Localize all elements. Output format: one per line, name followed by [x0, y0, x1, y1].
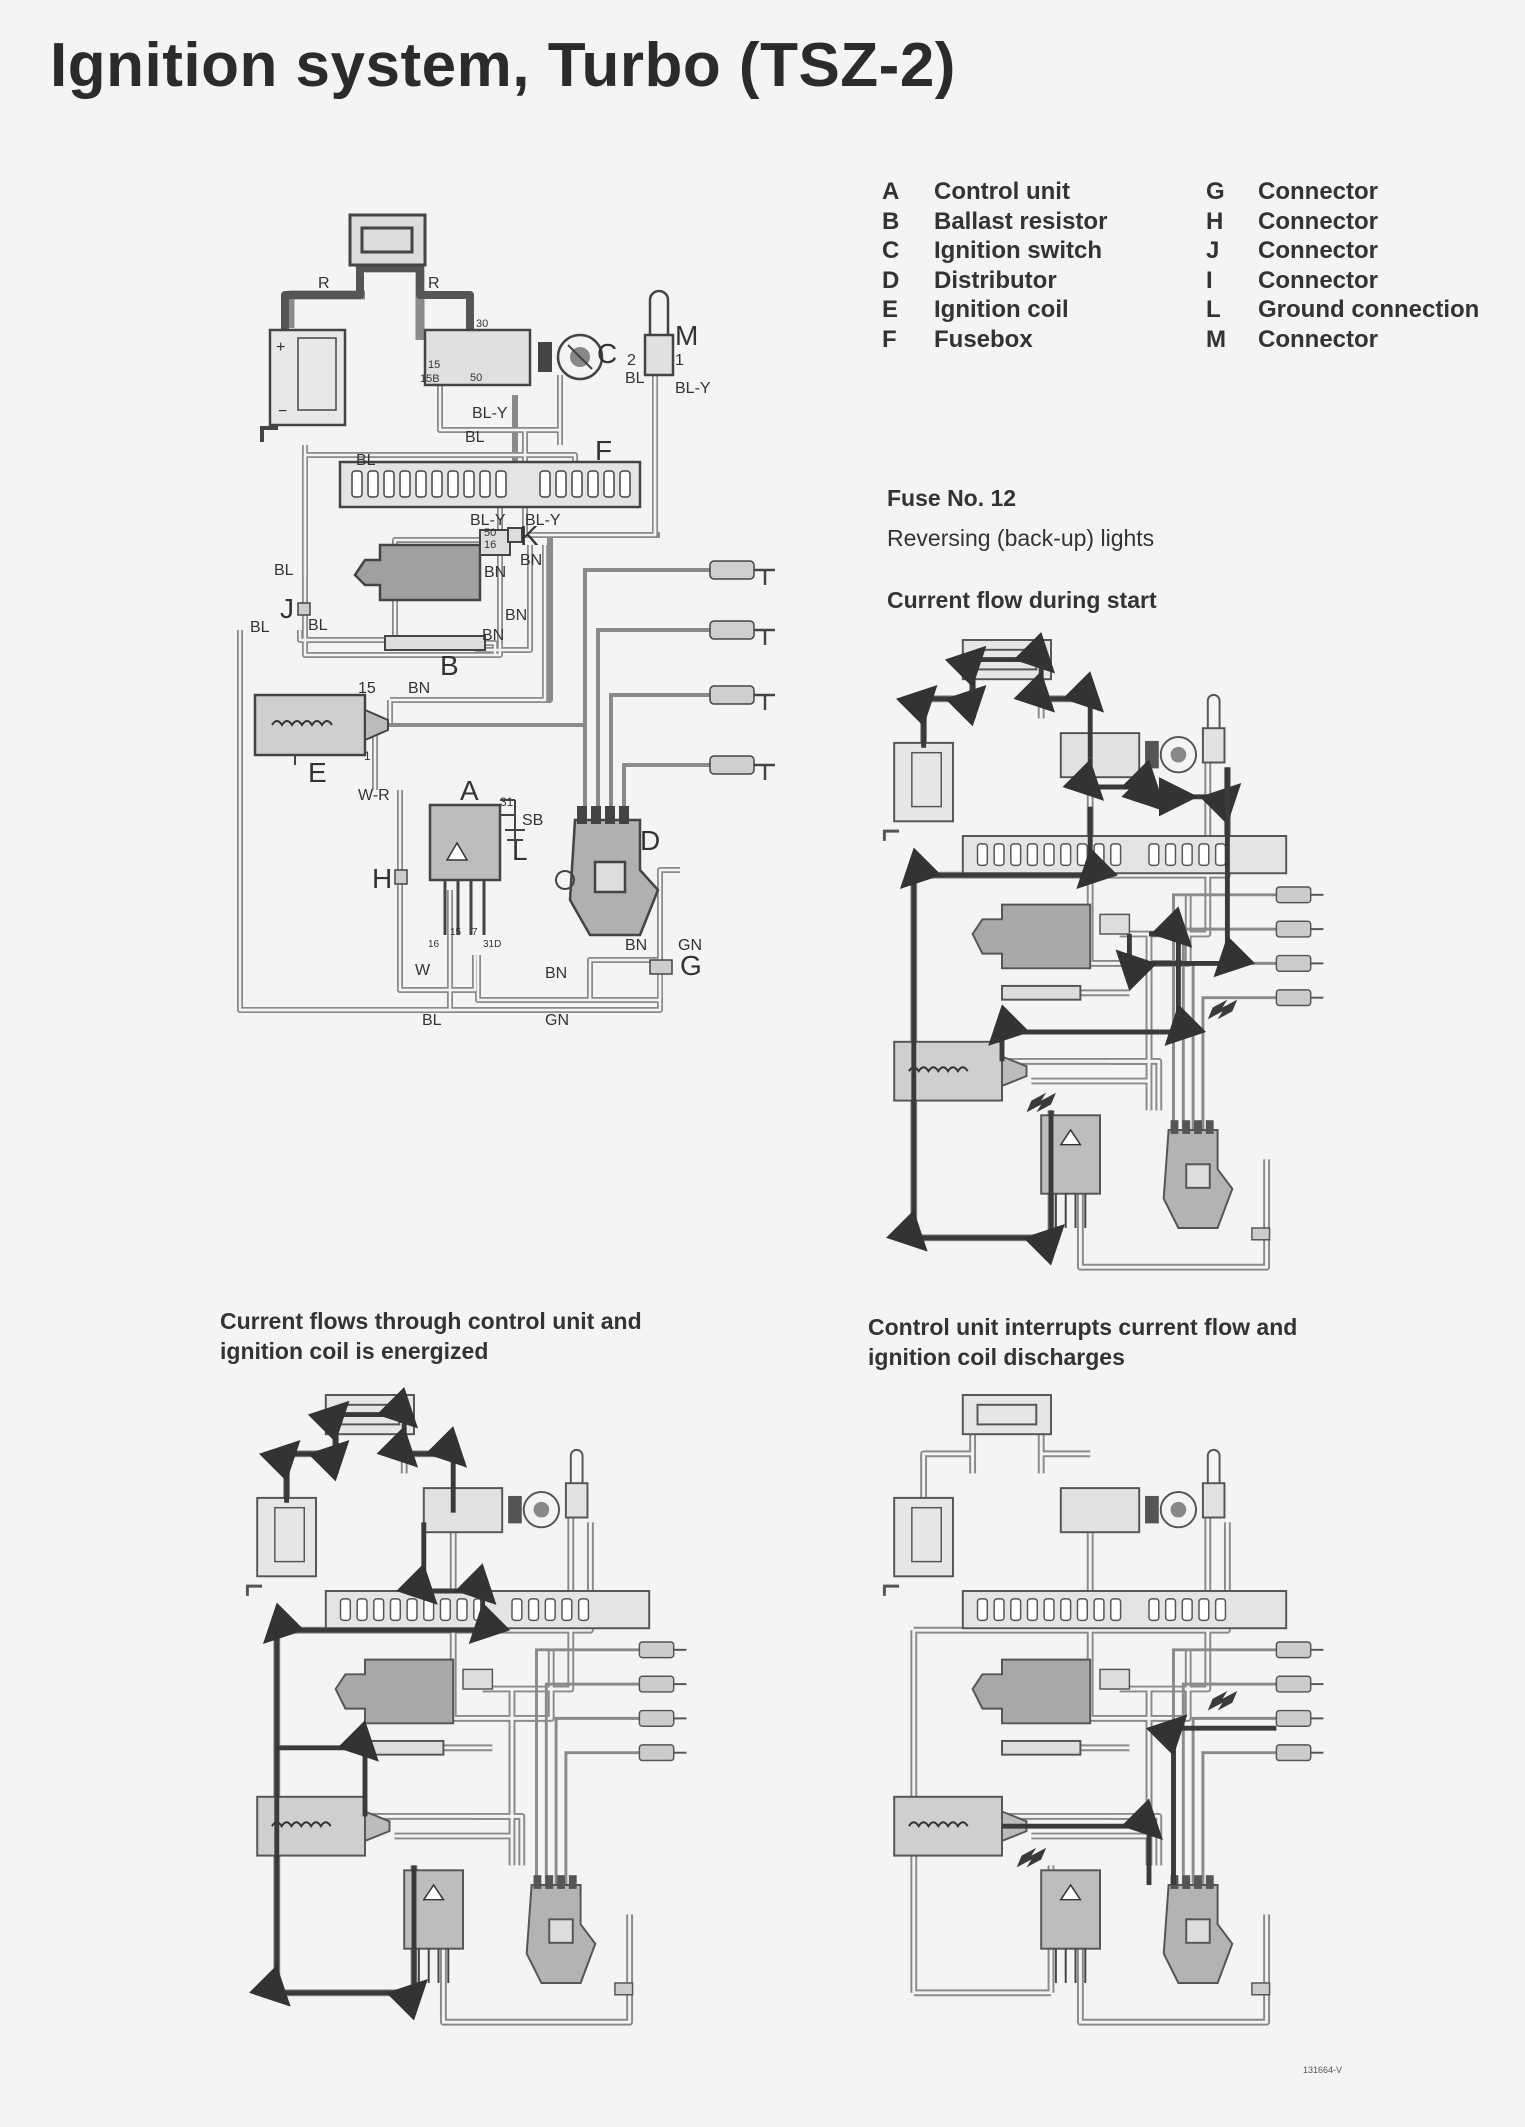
wire-label: BL-Y [470, 512, 506, 529]
wire-label: BL [465, 429, 485, 446]
wire-label: BL [308, 617, 328, 634]
wire-label: GN [678, 937, 702, 954]
connector-j [297, 602, 311, 616]
control-unit [428, 803, 502, 882]
label-c: C [597, 338, 617, 369]
label-l: L [512, 835, 528, 866]
spark-plugs [709, 560, 755, 775]
wire-label: BL [274, 562, 294, 579]
spark-symbol [1207, 1690, 1238, 1711]
terminal-label: 16 [484, 539, 496, 551]
spark-symbol [1016, 1847, 1047, 1868]
ignition-switch-block [423, 328, 532, 387]
connector-h [394, 869, 408, 885]
battery [268, 328, 347, 427]
label-k: K [520, 520, 539, 551]
wire-label: BN [482, 627, 504, 644]
spark-symbol [1026, 1092, 1056, 1113]
wire-label: BN [520, 552, 542, 569]
diagram-coil-discharges [884, 1395, 1323, 2022]
terminal-label: 15B [420, 373, 440, 385]
wire-label: BN [408, 680, 430, 697]
main-wiring-diagram: + − [237, 213, 775, 1029]
diagram-current-during-start [884, 631, 1323, 1267]
spark-symbol [1207, 999, 1238, 1020]
terminal-label: 7 [472, 927, 478, 938]
caption-start: Current flow during start [887, 587, 1157, 613]
terminal-label: 1 [364, 749, 371, 763]
wire-label: BL-Y [472, 405, 508, 422]
connector-g [649, 959, 673, 975]
terminal-label: 30 [476, 318, 488, 330]
wire-label: R [318, 275, 330, 292]
wire-label: SB [522, 812, 543, 829]
terminal-label: 1 [675, 352, 684, 369]
label-h: H [372, 863, 392, 894]
wire-label: BL [422, 1012, 442, 1029]
terminal-label: 50 [484, 527, 496, 539]
wire-label: BN [625, 937, 647, 954]
label-g: G [680, 950, 702, 981]
fuse-description: Reversing (back-up) lights [887, 525, 1155, 551]
caption-discharge: Control unit interrupts current flow and… [868, 1314, 1298, 1370]
ballast-resistor [384, 635, 486, 651]
svg-text:−: − [278, 403, 287, 420]
diagram-coil-energized [247, 1386, 686, 2022]
starter-motor [353, 543, 482, 602]
wire-label: BN [505, 607, 527, 624]
wire-label: R [428, 275, 440, 292]
label-b: B [440, 650, 459, 681]
label-m: M [675, 320, 698, 351]
reference-number: 131664-V [1302, 2065, 1342, 2075]
wire-label: W-R [358, 787, 390, 804]
wire-label: BL-Y [525, 512, 561, 529]
label-a: A [460, 775, 479, 806]
terminal-label: 16 [428, 939, 440, 950]
wire-label: W [415, 962, 431, 979]
wire-label: BL [250, 619, 270, 636]
wire-label: BL [356, 452, 376, 469]
label-d: D [640, 825, 660, 856]
fuse-title: Fuse No. 12 [887, 485, 1017, 511]
connector-m [643, 333, 675, 377]
wire-label: BL-Y [675, 380, 711, 397]
ignition-switch-knob [556, 333, 604, 381]
wire-label: GN [545, 1012, 569, 1029]
wire-label: BN [484, 564, 506, 581]
wire-label: BL [625, 370, 645, 387]
terminal-label: 2 [627, 352, 636, 369]
terminal-label: 31D [483, 939, 501, 950]
label-e: E [308, 757, 327, 788]
terminal-label: 15 [428, 359, 440, 371]
label-j: J [280, 593, 294, 624]
terminal-label: 50 [470, 372, 482, 384]
ground-l [500, 799, 525, 831]
terminal-label: 31 [500, 795, 514, 809]
ignition-coil [253, 693, 367, 757]
terminal-label: 15 [450, 927, 462, 938]
label-f: F [595, 435, 612, 466]
wire-label: BN [545, 965, 567, 982]
page-title: Ignition system, Turbo (TSZ-2) [50, 31, 956, 100]
terminal-label: 15 [358, 680, 376, 697]
svg-text:+: + [276, 339, 285, 356]
caption-energize: Current flows through control unit and i… [220, 1308, 642, 1364]
